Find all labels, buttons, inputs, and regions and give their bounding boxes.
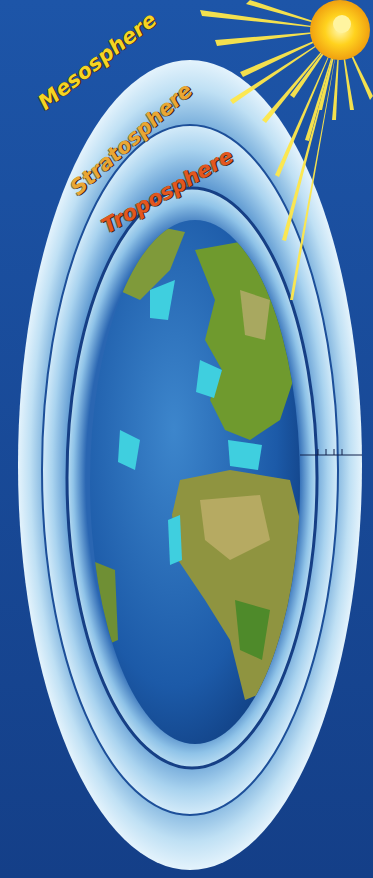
troposphere-band: Troposphere bbox=[67, 188, 317, 768]
stratosphere-band: StratosphereTroposphere bbox=[42, 125, 338, 815]
mesosphere-band: MesosphereStratosphereTroposphere bbox=[18, 60, 362, 870]
